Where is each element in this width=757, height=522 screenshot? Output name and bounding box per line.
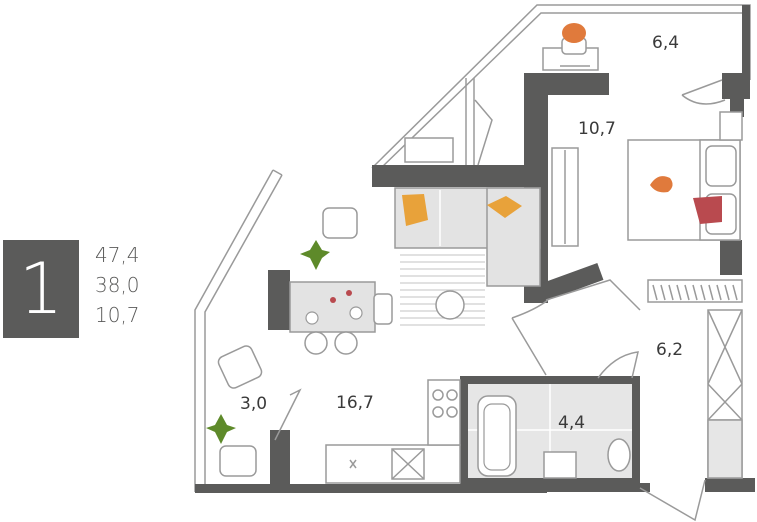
balcony-outline xyxy=(194,169,283,492)
rooms-count-badge: 1 xyxy=(3,240,79,338)
bathroom-fixtures xyxy=(468,384,632,479)
balcony-area-label: 3,0 xyxy=(240,394,267,414)
hallway-wardrobe xyxy=(707,309,743,479)
balcony-furniture xyxy=(206,345,263,477)
hallway-area-label: 6,2 xyxy=(656,340,683,360)
bathroom-area-label: 4,4 xyxy=(558,413,585,433)
kitchen-counter xyxy=(325,379,461,484)
rooms-count: 1 xyxy=(18,248,64,330)
total-area: 47,4 xyxy=(95,243,140,267)
bedroom-area-label: 10,7 xyxy=(578,119,616,139)
workspace-desk xyxy=(542,23,599,71)
dining-set xyxy=(289,207,393,355)
kitchen-area: 10,7 xyxy=(95,303,140,327)
window-shelf xyxy=(404,137,454,163)
kitchen-living-area-label: 16,7 xyxy=(336,393,374,413)
bedroom-wardrobe xyxy=(551,147,743,303)
door-swings xyxy=(274,79,726,522)
area-summary: 47,4 38,0 10,7 xyxy=(95,240,140,330)
workspace-area-label: 6,4 xyxy=(652,33,679,53)
bed xyxy=(627,111,743,241)
sofa xyxy=(394,187,541,287)
living-area: 38,0 xyxy=(95,273,140,297)
walls xyxy=(195,5,755,493)
coffee-table xyxy=(435,290,465,320)
